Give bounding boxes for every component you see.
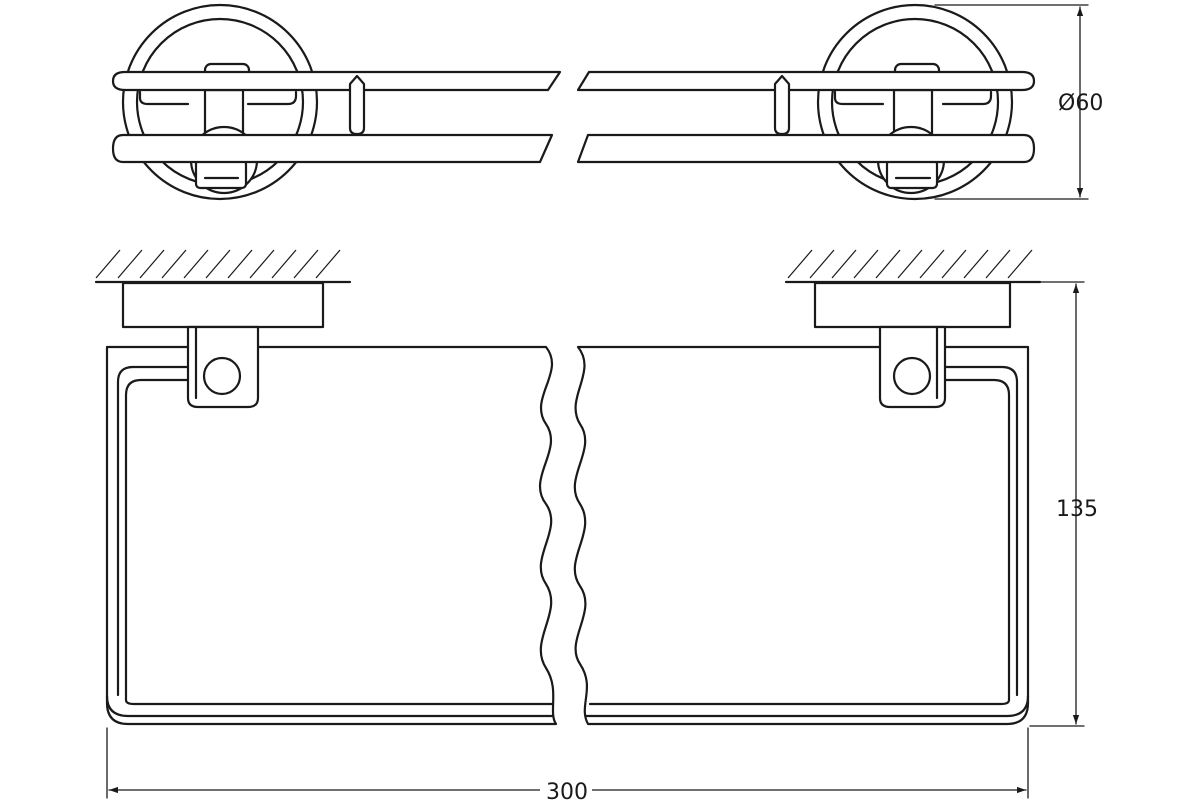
wall-hatch-left bbox=[94, 249, 352, 284]
depth-dimension-label: 135 bbox=[1056, 497, 1098, 522]
width-dimension-label: 300 bbox=[546, 780, 588, 800]
front-view: 135 300 bbox=[94, 249, 1098, 800]
rail-clip-right bbox=[773, 74, 791, 136]
top-rail-left bbox=[111, 70, 562, 92]
top-rail-right bbox=[576, 70, 1036, 92]
glass-shelf-right bbox=[573, 345, 1030, 726]
wall-plate-left bbox=[121, 281, 325, 329]
wall-plate-right bbox=[813, 281, 1012, 329]
glass-shelf-left bbox=[105, 345, 558, 726]
shelf-edge-left bbox=[111, 133, 554, 164]
rail-clip-left bbox=[348, 74, 366, 136]
wall-hatch-right bbox=[784, 249, 1042, 284]
top-view: Ø60 bbox=[111, 3, 1103, 201]
shelf-edge-right bbox=[576, 133, 1036, 164]
right-rosette bbox=[816, 3, 1014, 201]
diameter-dimension-label: Ø60 bbox=[1058, 91, 1103, 116]
left-rosette bbox=[121, 3, 319, 201]
